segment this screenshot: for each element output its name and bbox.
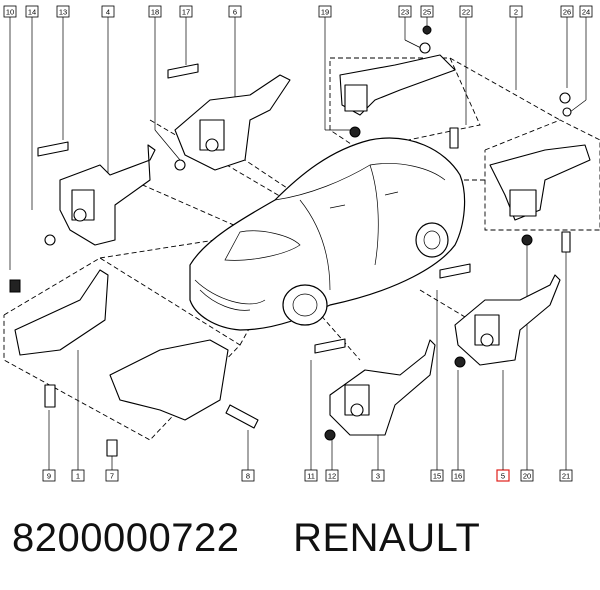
part-caption: 8200000722 RENAULT xyxy=(12,516,592,572)
callout-number: 26 xyxy=(563,7,571,16)
hinge-assembly-rear-left-upper xyxy=(439,263,561,368)
callout-number: 18 xyxy=(151,7,159,16)
callout-label-13: 13 xyxy=(56,5,70,18)
callout-number: 14 xyxy=(28,7,36,16)
callout-label-15: 15 xyxy=(430,469,444,482)
hinge-assembly-front-left-lower xyxy=(167,63,291,171)
leader-lines xyxy=(9,17,587,470)
callout-label-11: 11 xyxy=(304,469,318,482)
callout-label-5: 5 xyxy=(496,469,510,482)
callout-label-21: 21 xyxy=(559,469,573,482)
callout-number: 1 xyxy=(76,471,80,480)
callout-number: 21 xyxy=(562,471,570,480)
callout-label-18: 18 xyxy=(148,5,162,18)
callout-number: 24 xyxy=(582,7,590,16)
door-hinge-bracket-rear-lower xyxy=(489,92,591,253)
callout-number: 7 xyxy=(110,471,114,480)
callout-label-9: 9 xyxy=(42,469,56,482)
callout-label-2: 2 xyxy=(509,5,523,18)
callout-label-26: 26 xyxy=(560,5,574,18)
callout-number: 19 xyxy=(321,7,329,16)
callout-label-4: 4 xyxy=(101,5,115,18)
callout-number: 23 xyxy=(401,7,409,16)
hinge-plate-front-left xyxy=(9,269,259,457)
callout-label-22: 22 xyxy=(459,5,473,18)
callout-label-12: 12 xyxy=(325,469,339,482)
callout-number: 22 xyxy=(462,7,470,16)
callout-label-23: 23 xyxy=(398,5,412,18)
callout-number: 2 xyxy=(514,7,518,16)
brand-name: RENAULT xyxy=(293,516,481,560)
callout-number: 10 xyxy=(6,7,14,16)
callout-label-6: 6 xyxy=(228,5,242,18)
callout-label-19: 19 xyxy=(318,5,332,18)
callout-label-24: 24 xyxy=(579,5,593,18)
hinge-assembly-front-left-upper xyxy=(37,141,156,246)
callout-number: 17 xyxy=(182,7,190,16)
door-hinge-bracket-rear-upper xyxy=(339,25,459,149)
callout-number: 3 xyxy=(376,471,380,480)
callout-number: 6 xyxy=(233,7,237,16)
callout-label-25: 25 xyxy=(420,5,434,18)
car-body xyxy=(189,137,466,331)
callout-number: 4 xyxy=(106,7,110,16)
callout-label-17: 17 xyxy=(179,5,193,18)
callout-label-8: 8 xyxy=(241,469,255,482)
hinge-assembly-rear-left-lower xyxy=(314,338,436,441)
callout-label-20: 20 xyxy=(520,469,534,482)
callout-label-10: 10 xyxy=(3,5,17,18)
callout-label-1: 1 xyxy=(71,469,85,482)
callout-number: 5 xyxy=(501,471,505,480)
callout-label-3: 3 xyxy=(371,469,385,482)
callout-number: 15 xyxy=(433,471,441,480)
bottom-callout-labels: 9 1 7 8 11 12 3 15 16 5 20 21 xyxy=(42,469,573,482)
callout-number: 13 xyxy=(59,7,67,16)
callout-number: 8 xyxy=(246,471,250,480)
callout-number: 9 xyxy=(47,471,51,480)
callout-label-7: 7 xyxy=(105,469,119,482)
callout-label-16: 16 xyxy=(451,469,465,482)
callout-number: 25 xyxy=(423,7,431,16)
callout-number: 11 xyxy=(307,471,315,480)
callout-number: 16 xyxy=(454,471,462,480)
callout-label-14: 14 xyxy=(25,5,39,18)
callout-number: 12 xyxy=(328,471,336,480)
callout-number: 20 xyxy=(523,471,531,480)
part-number: 8200000722 xyxy=(12,516,240,560)
